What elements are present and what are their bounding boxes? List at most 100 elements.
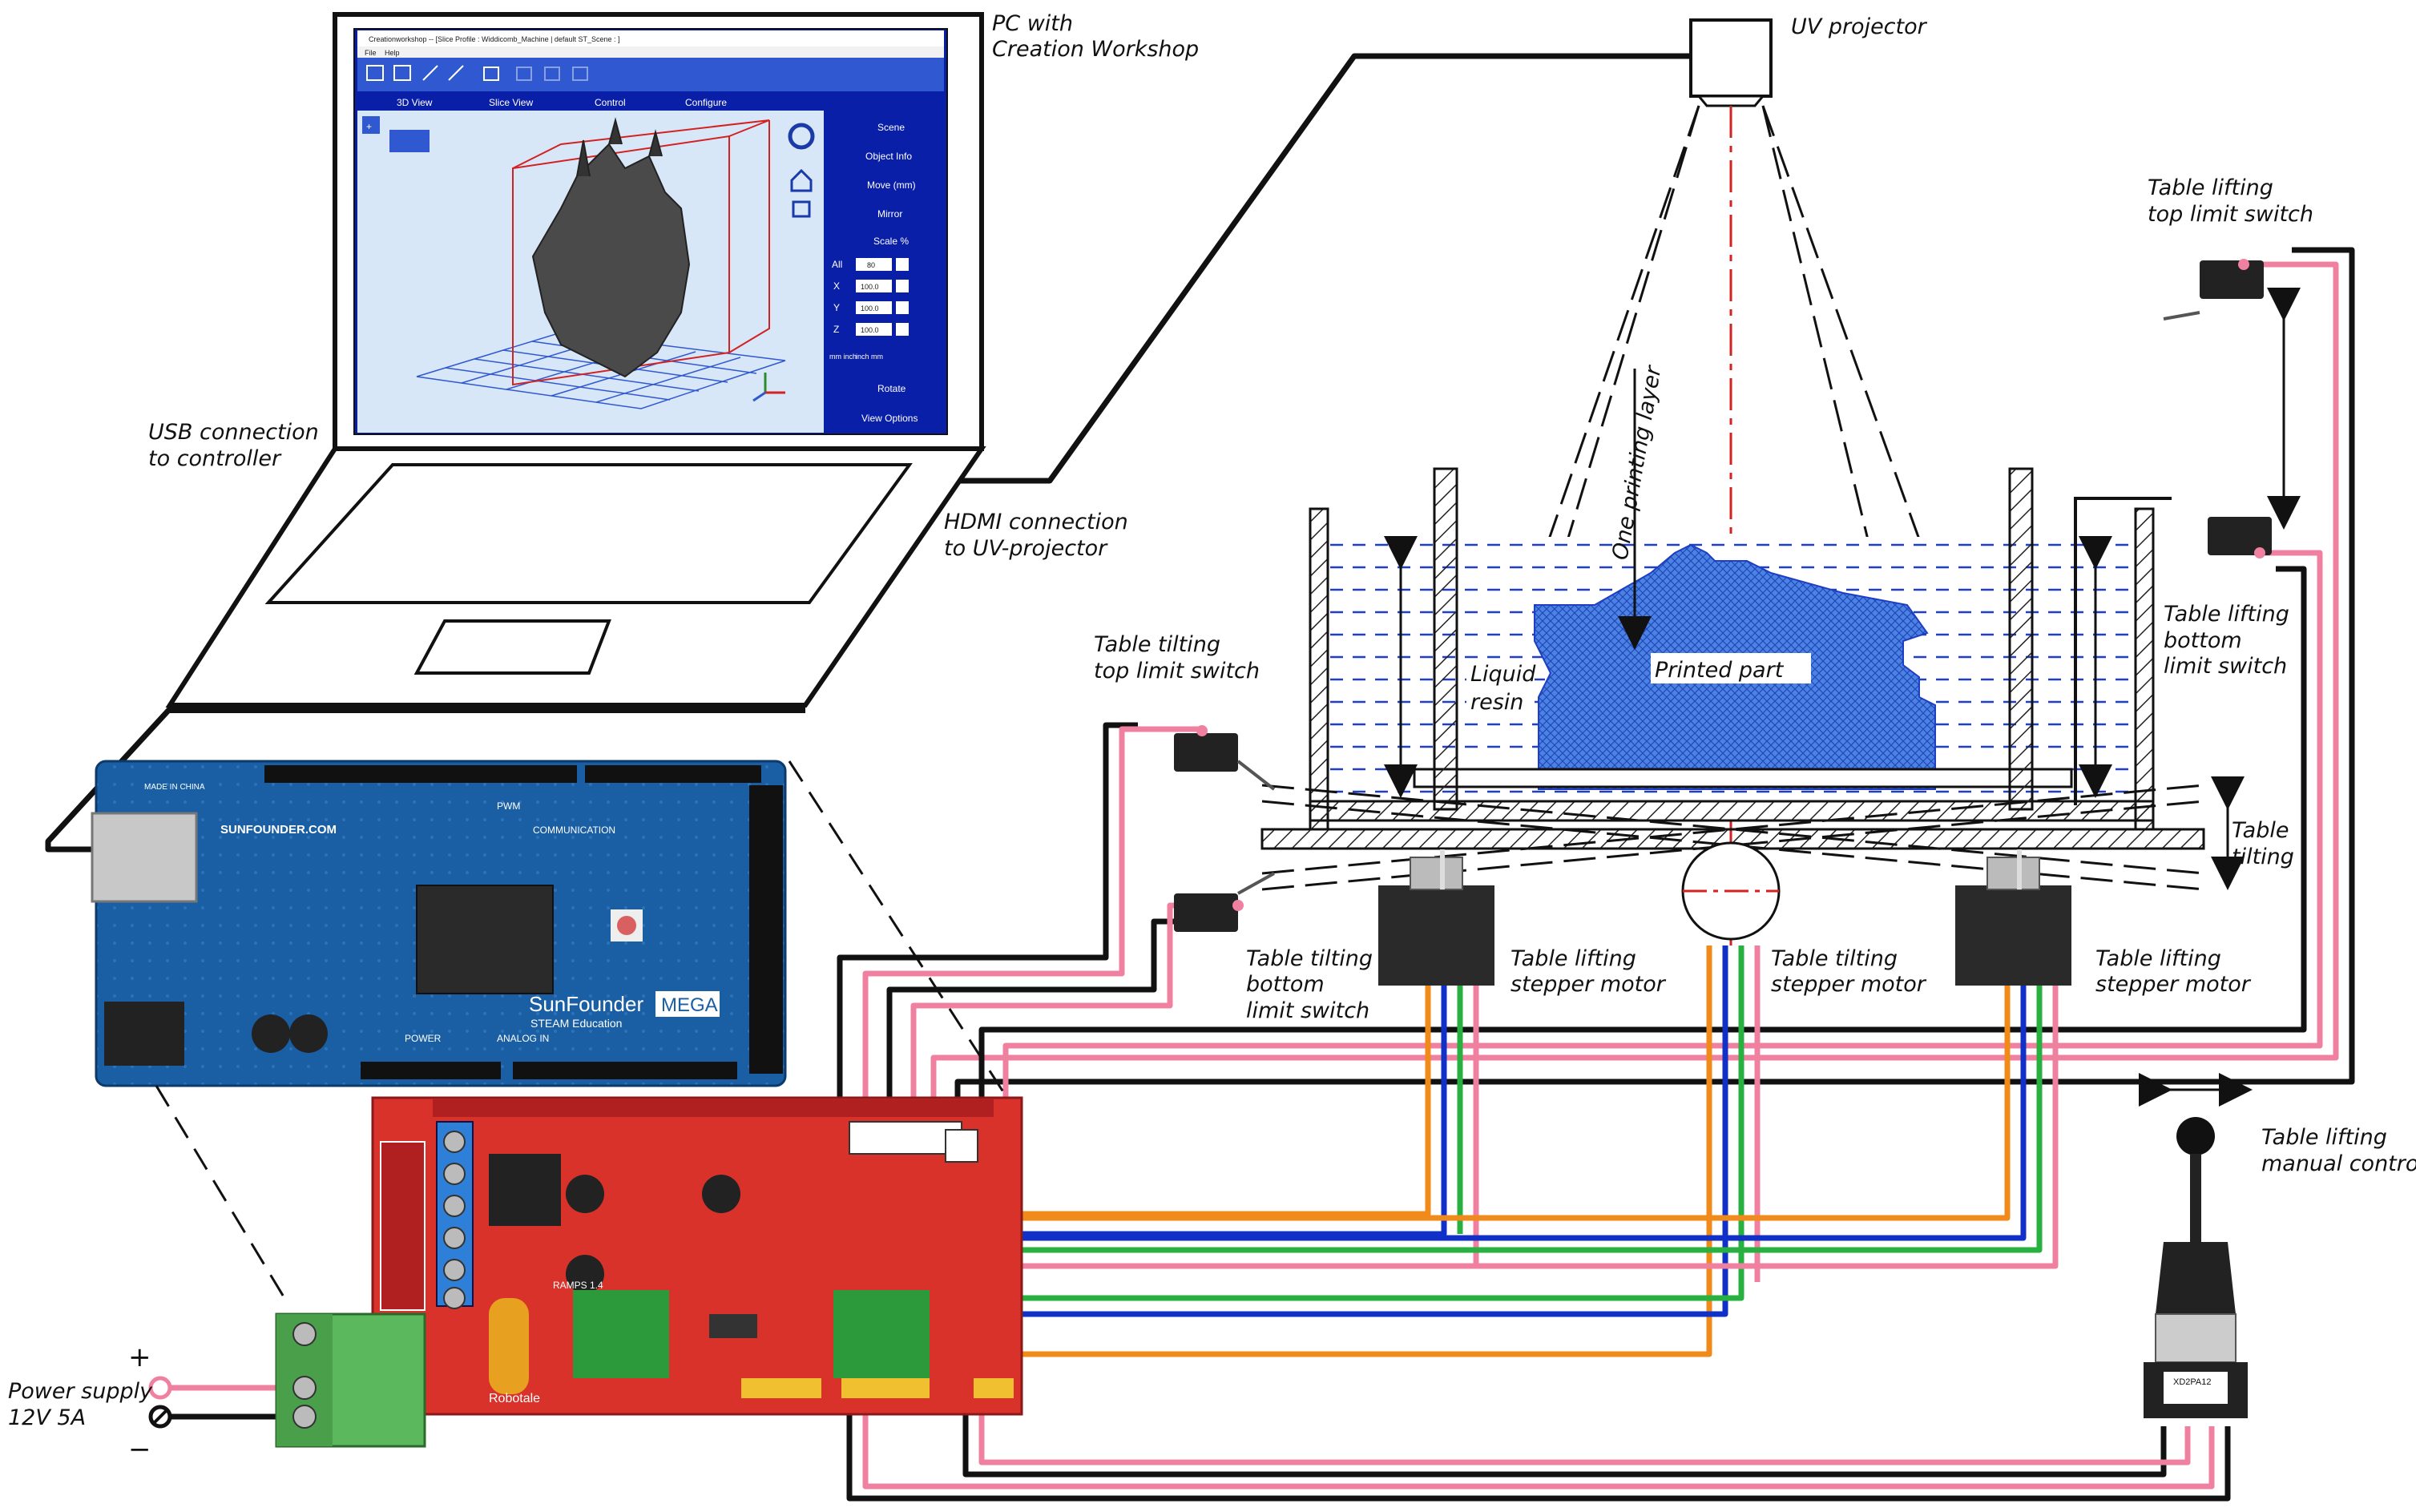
mcu-chip (416, 885, 554, 994)
wire-tilt-bottom-switch-pink (910, 902, 1238, 1130)
label-manual-control-1: Table lifting (2261, 1125, 2387, 1150)
switch-tilt-bottom (1174, 872, 1275, 932)
open-icon[interactable] (366, 65, 384, 81)
label-lift-motor-left-1: Table lifting (1511, 946, 1636, 971)
unit-inch-mm[interactable]: inch mm (856, 353, 883, 361)
arduino-site: SUNFOUNDER.COM (220, 823, 337, 837)
scale-axis-y: Y (833, 302, 840, 313)
panel-move[interactable]: Move (mm) (867, 179, 916, 191)
power-symbols (148, 1376, 172, 1429)
label-minus: − (128, 1433, 151, 1466)
scale-input-all[interactable] (856, 258, 892, 271)
label-table-tilting-1: Table (2232, 818, 2289, 843)
scale-input-x[interactable] (856, 280, 892, 292)
home-icon[interactable] (790, 168, 813, 192)
add-button[interactable] (362, 116, 380, 134)
label-lift-motor-left-2: stepper motor (1511, 972, 1667, 997)
header-right (749, 785, 783, 1074)
capacitor-1 (252, 1014, 290, 1053)
label-lift-bottom-2: bottom (2164, 628, 2242, 653)
wire-tilt-bottom-switch-black (886, 918, 1186, 1130)
label-hdmi-1: HDMI connection (944, 510, 1128, 534)
joystick-model: XD2PA12 (2173, 1377, 2212, 1387)
tab-configure[interactable]: Configure (685, 97, 727, 108)
switch-lift-bottom (2208, 517, 2272, 558)
scale-axis-x: X (833, 280, 840, 292)
label-lift-top-2: top limit switch (2148, 202, 2313, 227)
joystick: XD2PA12 (2139, 1073, 2253, 1418)
scale-check-z[interactable] (896, 323, 909, 336)
wire-joystick-black-2 (962, 1410, 2167, 1478)
ramps-name: RAMPS 1.4 (553, 1280, 603, 1291)
label-printing-layer: One printing layer (1607, 363, 1666, 562)
scale-check-all[interactable] (896, 258, 909, 271)
wire-tilt-top-switch-pink (862, 726, 1202, 1130)
cube-icon[interactable] (483, 67, 499, 81)
scale-value-y: 100.0 (861, 304, 879, 312)
panel-rotate[interactable]: Rotate (877, 383, 906, 394)
scale-check-x[interactable] (896, 280, 909, 292)
scale-check-y[interactable] (896, 301, 909, 314)
toolbar-icons (366, 65, 588, 81)
unit-mm-inch[interactable]: mm inch (829, 353, 857, 361)
tab-3d-view[interactable]: 3D View (397, 97, 433, 108)
panel-mirror[interactable]: Mirror (877, 208, 902, 220)
label-tilt-bottom-2: bottom (1246, 972, 1325, 997)
ramps-board: Robotale RAMPS 1.4 (371, 1096, 1023, 1416)
scale-input-z[interactable] (856, 323, 892, 336)
castle-model (531, 117, 691, 378)
label-tilt-motor-2: stepper motor (1771, 972, 1927, 997)
panel-object-info[interactable]: Object Info (865, 151, 912, 162)
tab-control[interactable]: Control (595, 97, 626, 108)
svg-text:+: + (366, 121, 372, 132)
connectors-top (849, 1121, 978, 1163)
ramps-maker: Robotale (489, 1392, 540, 1405)
reset-button-cap (617, 916, 636, 935)
slice-icon[interactable] (448, 65, 464, 81)
scale-value-z: 100.0 (861, 326, 879, 334)
label-power-supply-1: Power supply (8, 1379, 153, 1404)
driver-y (833, 1290, 930, 1378)
label-usb-1: USB connection (148, 420, 319, 445)
arduino-model: MEGA (661, 994, 718, 1016)
wire-joystick-pink-2 (978, 1410, 2191, 1466)
label-tilt-motor-1: Table tilting (1771, 946, 1898, 971)
wire-lift-bottom-switch-black (978, 566, 2307, 1130)
wire-motor-tilt-green (697, 946, 1744, 1301)
panel-scene[interactable]: Scene (877, 122, 905, 133)
stepper-motor-right (1955, 849, 2071, 986)
capacitor-2 (289, 1014, 328, 1053)
panel-view-options[interactable]: View Options (861, 413, 918, 424)
gear-icon[interactable] (788, 123, 815, 150)
label-tilt-bottom-1: Table tilting (1246, 946, 1373, 971)
label-printed-part: Printed part (1655, 658, 1785, 683)
pause-icon[interactable] (544, 67, 560, 81)
scale-input-y[interactable] (856, 301, 892, 314)
ramps-cap-3 (566, 1255, 604, 1293)
scale-value-all: 80 (867, 261, 875, 269)
jumpers (741, 1378, 1014, 1398)
labels: PC with Creation Workshop USB connection… (8, 11, 2416, 1466)
side-panel (824, 111, 944, 433)
scale-axis-all: All (832, 259, 842, 270)
ramps-mosfet (489, 1154, 561, 1226)
save-icon[interactable] (393, 65, 411, 81)
view-buttons: + (362, 116, 430, 152)
lead-screw-right (2008, 467, 2034, 811)
stop-icon[interactable] (572, 67, 588, 81)
label-lift-bottom-1: Table lifting (2164, 602, 2289, 627)
play-icon[interactable] (516, 67, 532, 81)
arduino-pwm: PWM (497, 800, 520, 812)
brush-icon[interactable] (422, 65, 438, 81)
undo-button[interactable] (389, 130, 430, 152)
laptop-keyboard (264, 463, 913, 604)
label-plus: + (128, 1341, 151, 1373)
panel-scale[interactable]: Scale % (873, 236, 909, 247)
header-top-2 (585, 765, 761, 783)
label-tilt-bottom-3: limit switch (1246, 998, 1369, 1023)
arduino-analog: ANALOG IN (497, 1033, 549, 1044)
copy-icon[interactable] (792, 200, 811, 218)
tab-slice-view[interactable]: Slice View (489, 97, 533, 108)
scale-value-x: 100.0 (861, 283, 879, 291)
ramps-fuse (489, 1298, 529, 1394)
